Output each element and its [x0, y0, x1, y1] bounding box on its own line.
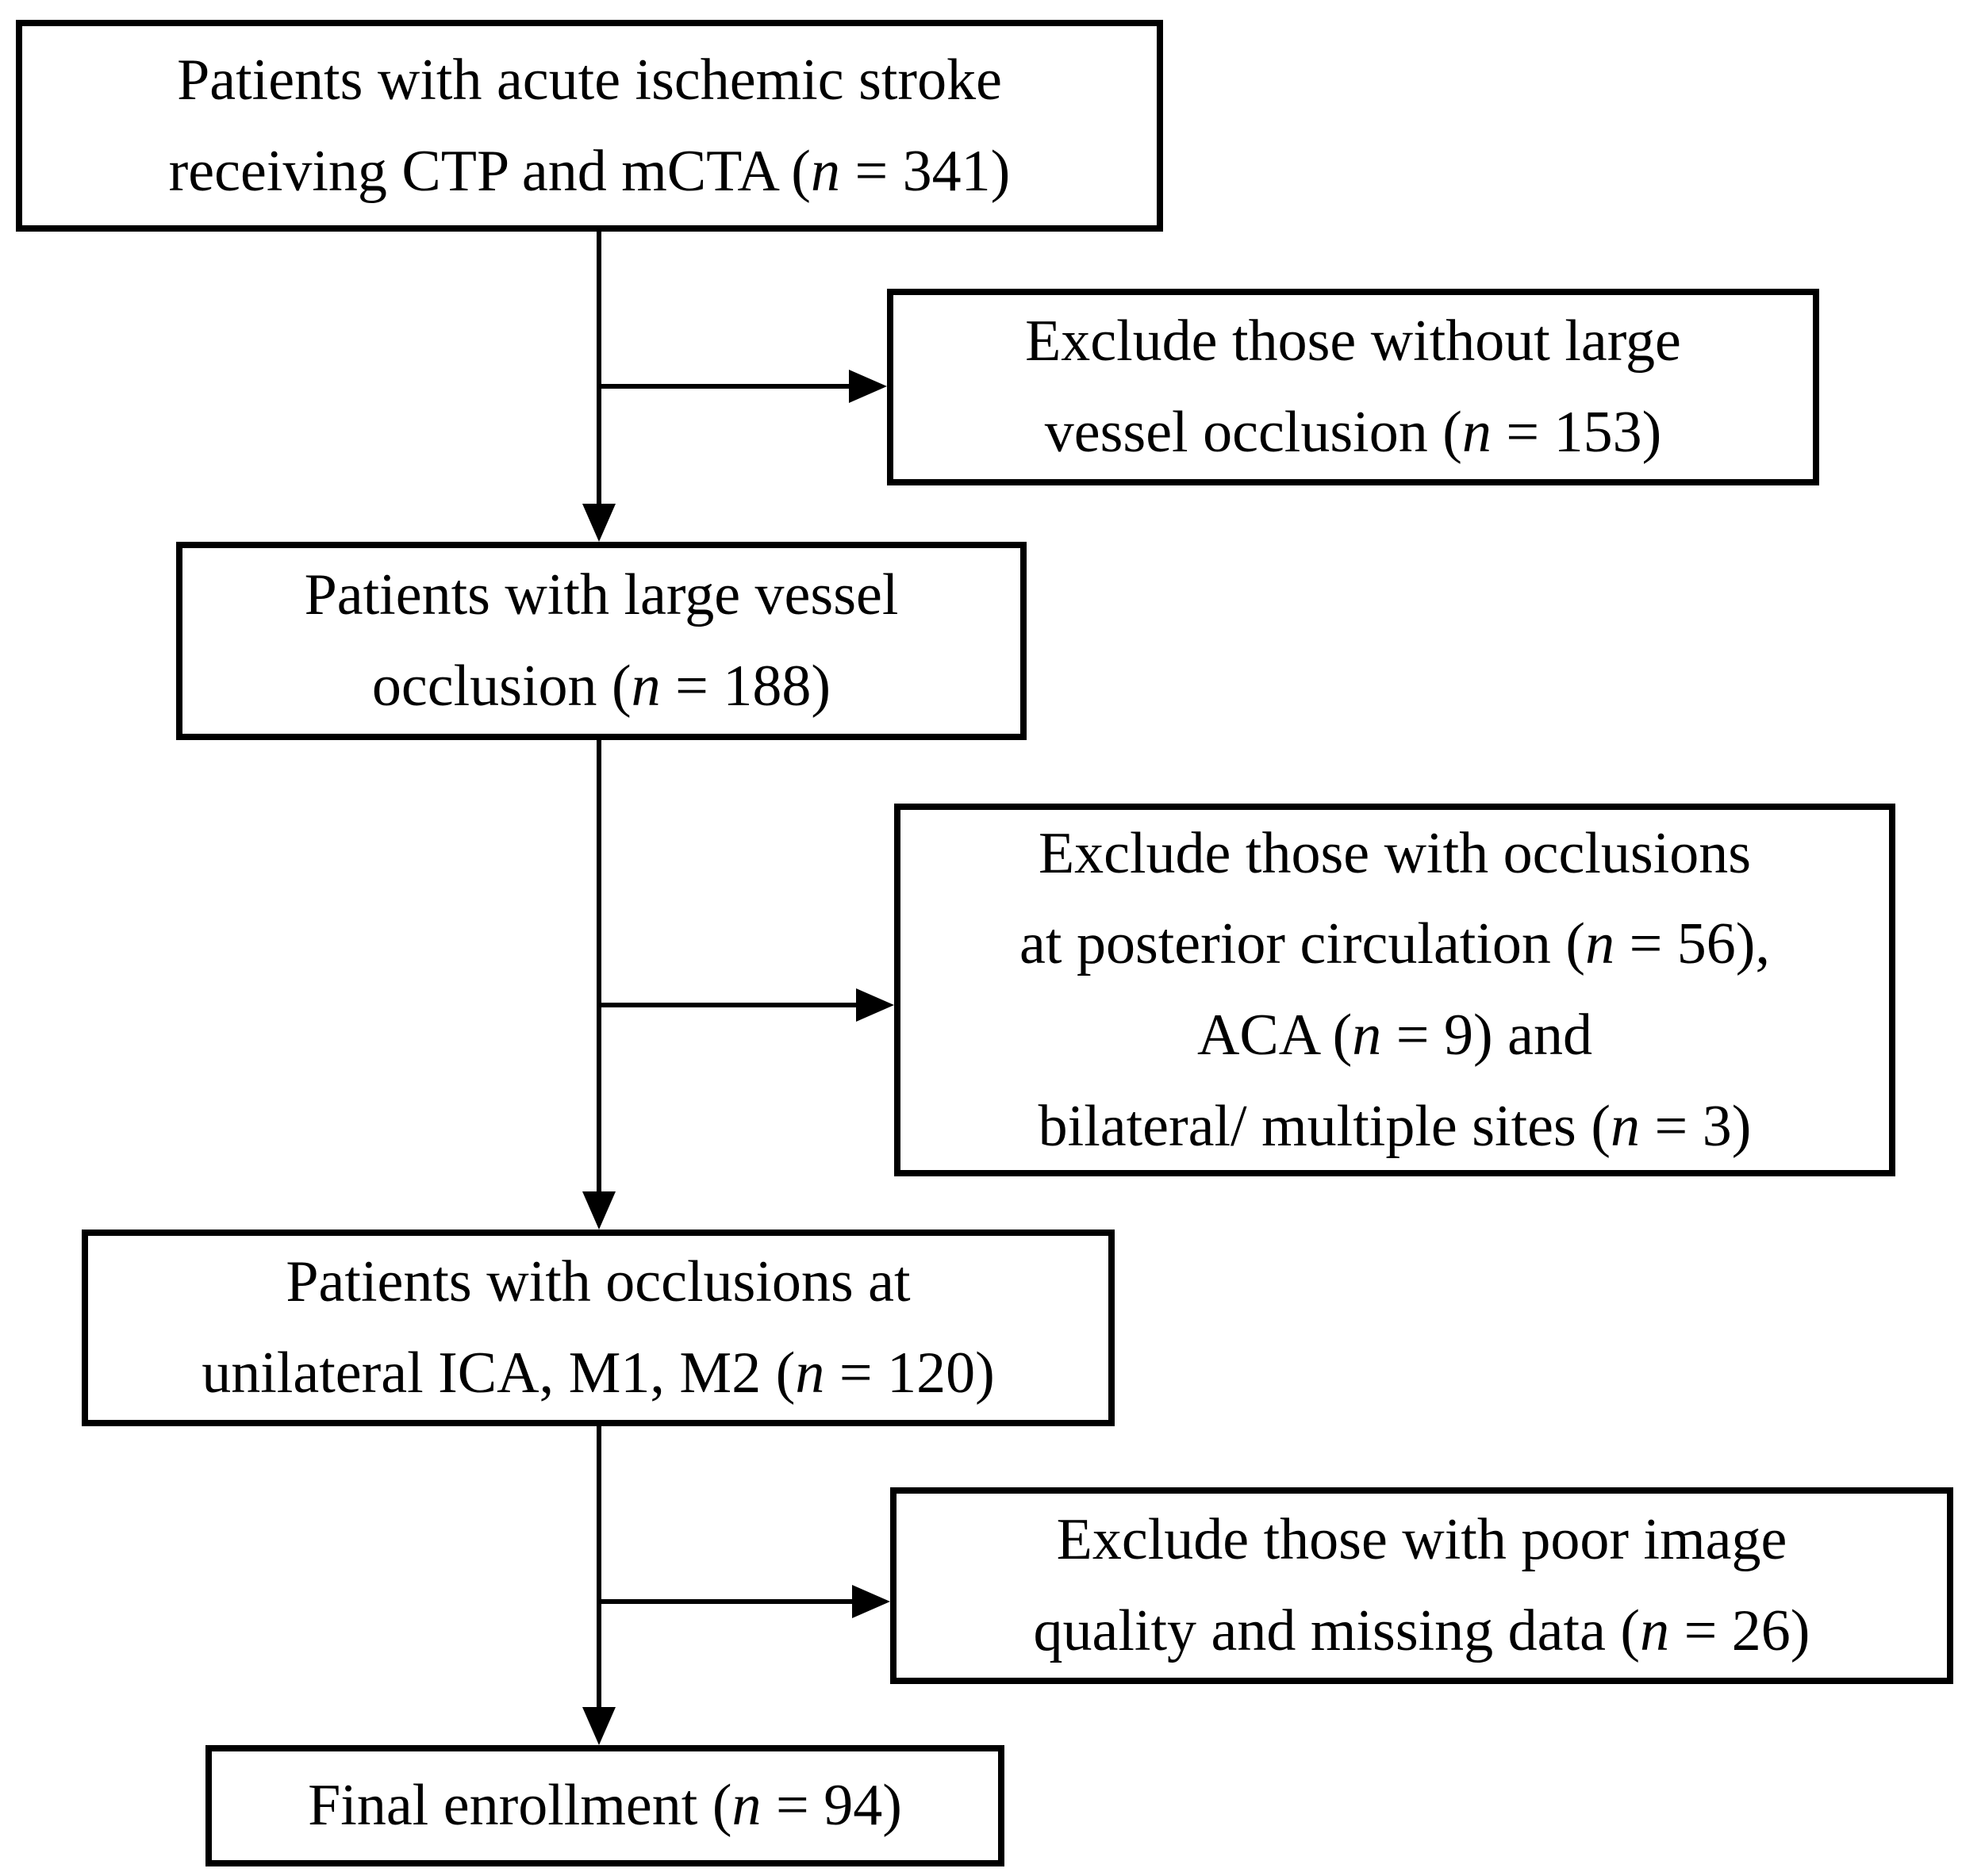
- text-segment: = 188): [660, 654, 831, 719]
- italic-n: n: [731, 1773, 762, 1839]
- text-segment: receiving CTP and mCTA (: [168, 138, 811, 204]
- text-segment: Patients with large vessel: [304, 562, 899, 628]
- text-segment: occlusion (: [371, 654, 632, 719]
- text-segment: Patients with acute ischemic stroke: [177, 47, 1002, 113]
- box-text-line: Patients with occlusions at: [286, 1237, 910, 1328]
- italic-n: n: [1352, 1003, 1382, 1068]
- arrowhead-into-exclude-quality-box: [852, 1585, 890, 1618]
- italic-n: n: [1610, 1093, 1640, 1159]
- text-segment: unilateral ICA, M1, M2 (: [202, 1341, 796, 1406]
- box-text-line: bilateral/ multiple sites (n = 3): [1038, 1081, 1752, 1170]
- text-segment: = 9) and: [1381, 1003, 1593, 1068]
- box-text-line: vessel occlusion (n = 153): [1045, 387, 1661, 478]
- box-text-line: Exclude those with poor image: [1057, 1494, 1787, 1586]
- box-text-line: Patients with large vessel: [305, 550, 899, 641]
- italic-n: n: [810, 138, 840, 204]
- text-segment: bilateral/ multiple sites (: [1038, 1093, 1611, 1159]
- italic-n: n: [631, 654, 661, 719]
- arrowhead-into-lvo-box: [582, 504, 616, 542]
- text-segment: Exclude those with poor image: [1056, 1507, 1787, 1573]
- italic-n: n: [1461, 400, 1492, 465]
- box-text-line: unilateral ICA, M1, M2 (n = 120): [202, 1328, 994, 1419]
- text-segment: quality and missing data (: [1033, 1598, 1641, 1663]
- text-segment: at posterior circulation (: [1019, 911, 1586, 977]
- box-text-line: ACA (n = 9) and: [1197, 990, 1592, 1081]
- italic-n: n: [1585, 911, 1615, 977]
- text-segment: = 153): [1491, 400, 1662, 465]
- flow-box-large-vessel-occlusion-cohort: Patients with large vessel occlusion (n …: [176, 542, 1027, 740]
- box-text-line: Patients with acute ischemic stroke: [177, 35, 1002, 126]
- box-text-line: at posterior circulation (n = 56),: [1019, 899, 1770, 990]
- text-segment: Exclude those without large: [1025, 309, 1681, 374]
- flow-box-exclude-poor-image-quality: Exclude those with poor image quality an…: [890, 1487, 1953, 1684]
- arrowhead-into-unilateral-box: [582, 1191, 616, 1230]
- text-segment: ACA (: [1196, 1003, 1353, 1068]
- arrowhead-into-exclude-sites-box: [856, 988, 894, 1022]
- box-text-line: Final enrollment (n = 94): [308, 1760, 902, 1851]
- text-segment: vessel occlusion (: [1044, 400, 1462, 465]
- box-text-line: receiving CTP and mCTA (n = 341): [169, 126, 1011, 217]
- text-segment: = 120): [824, 1341, 995, 1406]
- box-text-line: Exclude those with occlusions: [1038, 810, 1752, 899]
- box-text-line: Exclude those without large: [1025, 296, 1681, 387]
- box-text-line: quality and missing data (n = 26): [1034, 1586, 1810, 1677]
- text-segment: = 56),: [1614, 911, 1770, 977]
- text-segment: Exclude those with occlusions: [1038, 820, 1752, 886]
- text-segment: = 341): [839, 138, 1011, 204]
- flow-box-initial-cohort: Patients with acute ischemic stroke rece…: [16, 20, 1163, 232]
- flow-box-exclude-other-occlusion-sites: Exclude those with occlusions at posteri…: [894, 804, 1895, 1176]
- flow-box-final-enrollment: Final enrollment (n = 94): [205, 1745, 1004, 1866]
- text-segment: Patients with occlusions at: [286, 1249, 911, 1315]
- box-text-line: occlusion (n = 188): [372, 641, 831, 732]
- text-segment: Final enrollment (: [308, 1773, 732, 1839]
- text-segment: = 94): [761, 1773, 902, 1839]
- arrowhead-into-final-box: [582, 1707, 616, 1745]
- italic-n: n: [795, 1341, 825, 1406]
- arrowhead-into-exclude-no-lvo-box: [849, 370, 887, 403]
- text-segment: = 3): [1639, 1093, 1752, 1159]
- flow-box-unilateral-occlusion-cohort: Patients with occlusions at unilateral I…: [82, 1230, 1115, 1426]
- flow-box-exclude-no-large-vessel-occlusion: Exclude those without large vessel occlu…: [887, 289, 1819, 485]
- italic-n: n: [1640, 1598, 1670, 1663]
- text-segment: = 26): [1669, 1598, 1810, 1663]
